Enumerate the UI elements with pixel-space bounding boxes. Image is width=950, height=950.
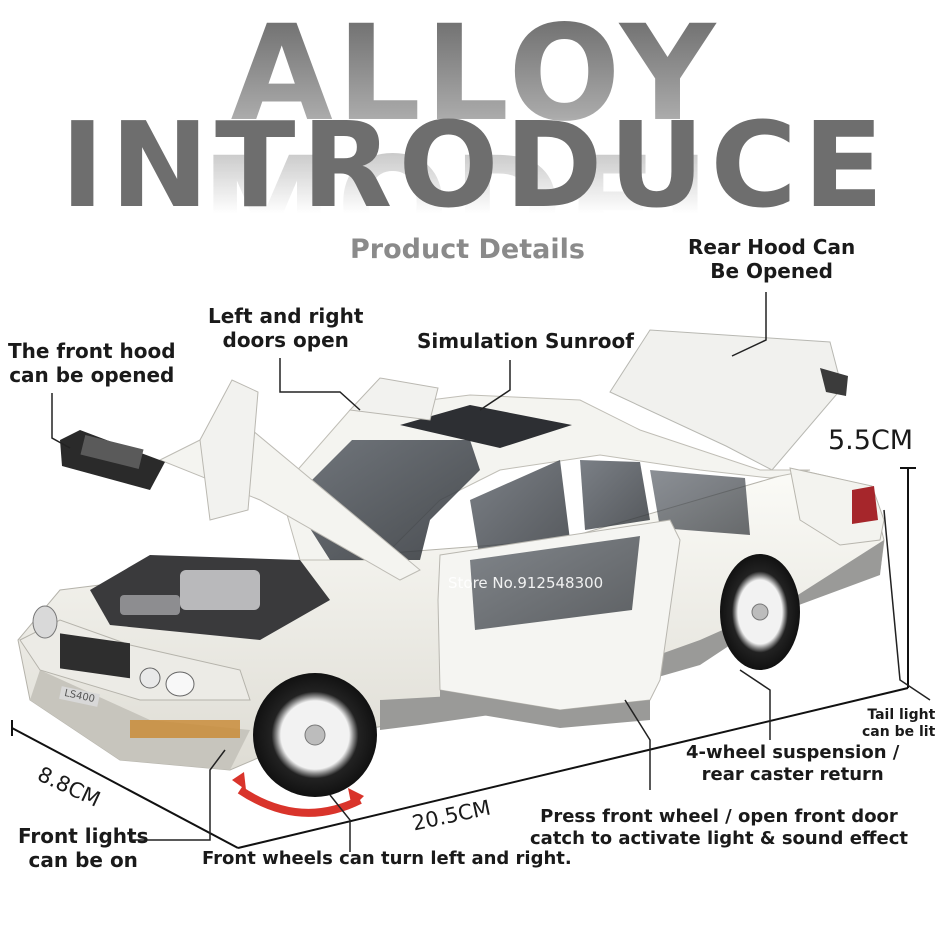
doors-label: Left and right doors open: [208, 304, 363, 352]
tail-light-label: Tail light can be lit: [862, 707, 935, 741]
tail-light: [852, 486, 878, 524]
front-face: [19, 605, 251, 738]
subtitle: Product Details: [350, 234, 585, 265]
front-lights-label: Front lights can be on: [18, 824, 148, 872]
callout-lines: [51, 292, 931, 852]
press-wheel-line-2: catch to activate light & sound effect: [530, 827, 908, 849]
doors-line-1: Left and right: [208, 304, 364, 328]
left-door-open: [199, 377, 439, 521]
height-dimension: 5.5CM: [828, 425, 914, 456]
front-hood-line-1: The front hood: [8, 339, 176, 363]
press-wheel-label: Press front wheel / open front door catc…: [530, 806, 908, 849]
rear-hood-line-1: Rear Hood Can: [688, 235, 856, 259]
rear-hood: [609, 329, 848, 471]
front-lights-line-2: can be on: [28, 848, 138, 872]
rear-wheel: [720, 554, 800, 670]
suspension-line-1: 4-wheel suspension /: [686, 742, 900, 763]
front-hood-line-2: can be opened: [9, 363, 175, 387]
sunroof-label: Simulation Sunroof: [417, 329, 634, 353]
front-wheels-label: Front wheels can turn left and right.: [202, 848, 572, 869]
front-door: [437, 519, 681, 728]
front-lights-line-1: Front lights: [18, 824, 149, 848]
sunroof: [400, 405, 572, 448]
suspension-line-2: rear caster return: [701, 763, 884, 785]
engine-bay: [90, 555, 330, 640]
page-title: INTRODUCE: [60, 96, 890, 234]
suspension-label: 4-wheel suspension / rear caster return: [686, 742, 899, 785]
tail-light-line-1: Tail light: [867, 707, 936, 723]
front-wheel: [253, 673, 377, 797]
store-watermark: Store No.912548300: [448, 574, 604, 592]
background-title: ALLOY MODEL: [0, 8, 950, 272]
front-hood-label: The front hood can be opened: [8, 339, 176, 387]
doors-line-2: doors open: [222, 328, 349, 352]
rear-hood-line-2: Be Opened: [710, 259, 833, 283]
press-wheel-line-1: Press front wheel / open front door: [540, 806, 898, 827]
tail-light-line-2: can be lit: [862, 723, 936, 740]
turn-arrows: [232, 772, 364, 817]
rear-hood-label: Rear Hood Can Be Opened: [688, 235, 855, 283]
